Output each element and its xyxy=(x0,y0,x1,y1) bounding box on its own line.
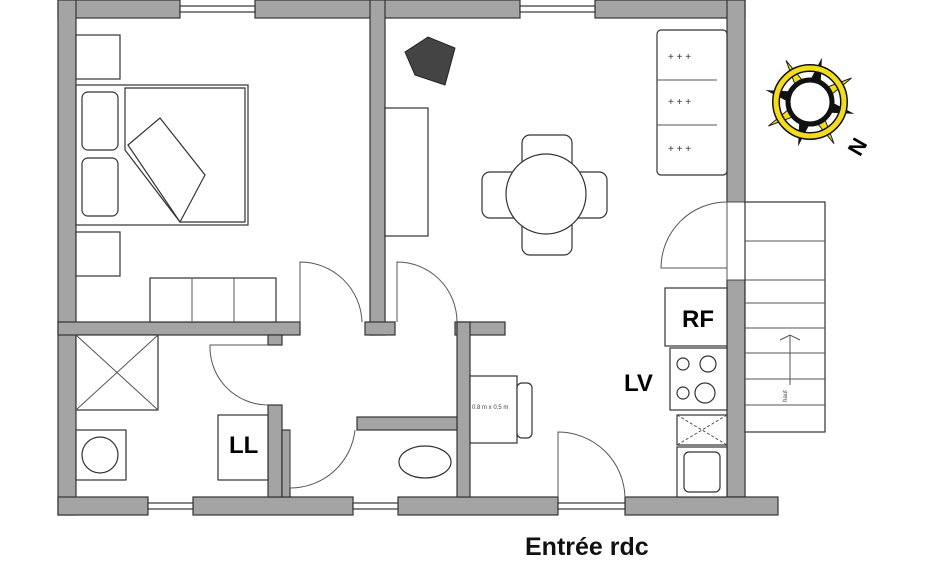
living-furniture: + + + + + + + + + xyxy=(384,29,728,256)
washing-machine xyxy=(217,414,269,481)
plan-caption: Entrée rdc xyxy=(525,533,649,561)
svg-text:+ + +: + + + xyxy=(668,144,691,155)
doors xyxy=(209,201,746,498)
svg-text:+ + +: + + + xyxy=(668,97,691,108)
label-washing-machine: LL xyxy=(229,432,259,459)
refrigerator xyxy=(664,287,728,347)
compass-rose xyxy=(765,57,855,147)
label-dishwasher: LV xyxy=(624,370,653,397)
toilet xyxy=(398,445,452,479)
bedroom-furniture xyxy=(75,34,277,323)
dining-table xyxy=(505,153,587,235)
svg-text:+ + +: + + + xyxy=(668,52,691,63)
desk xyxy=(469,375,518,444)
sofa xyxy=(656,29,728,176)
label-refrigerator: RF xyxy=(682,306,714,333)
shelf xyxy=(384,107,429,237)
armchair xyxy=(404,36,456,86)
bathroom xyxy=(75,334,452,481)
stairs xyxy=(744,201,826,433)
desk-chair xyxy=(516,382,533,439)
windows xyxy=(147,5,626,510)
dishwasher-box xyxy=(676,414,728,446)
dresser xyxy=(149,277,277,323)
stairs-direction: haut xyxy=(782,390,789,402)
kitchen xyxy=(664,287,728,498)
desk-dimension: 0.8 m x 0.5 m xyxy=(472,405,509,411)
